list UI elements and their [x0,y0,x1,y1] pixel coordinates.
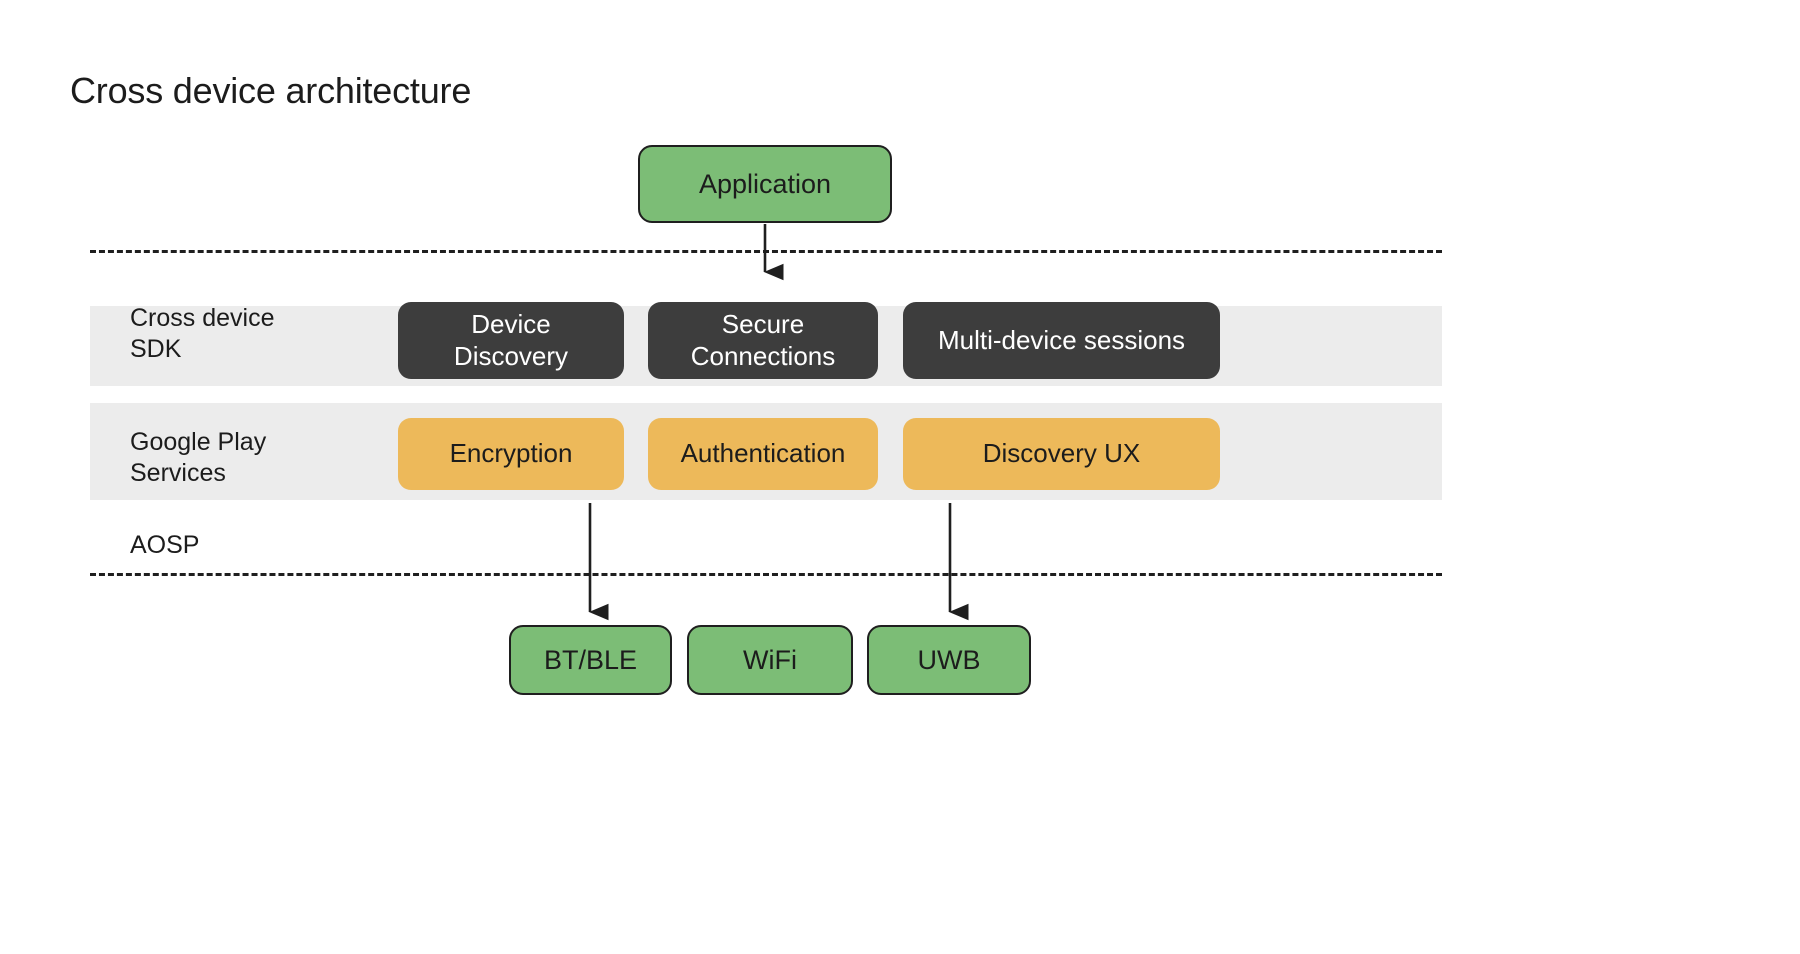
node-discovery-ux[interactable]: Discovery UX [903,418,1220,490]
separator-aosp-boundary [90,573,1442,576]
node-device-discovery-label: Device Discovery [453,309,569,371]
node-wifi-label: WiFi [743,644,797,675]
node-secure-connections-label: Secure Connections [690,309,836,371]
node-device-discovery[interactable]: Device Discovery [398,302,624,379]
node-encryption-label: Encryption [449,438,573,469]
node-uwb-label: UWB [917,644,981,675]
node-bt-ble-label: BT/BLE [543,644,638,675]
node-wifi[interactable]: WiFi [687,625,853,695]
node-secure-connections[interactable]: Secure Connections [648,302,878,379]
node-authentication[interactable]: Authentication [648,418,878,490]
layer-label-aosp: AOSP [130,531,200,559]
node-bt-ble[interactable]: BT/BLE [509,625,672,695]
separator-app-boundary [90,250,1442,253]
page-title: Cross device architecture [70,70,472,111]
node-multi-device-sessions-label: Multi-device sessions [937,324,1186,355]
layer-label-google-play-services: Google Play Services [130,428,267,488]
node-application[interactable]: Application [638,145,892,223]
node-authentication-label: Authentication [680,438,846,469]
node-discovery-ux-label: Discovery UX [982,438,1141,469]
layer-label-cross-device-sdk: Cross device SDK [130,304,275,364]
node-uwb[interactable]: UWB [867,625,1031,695]
node-multi-device-sessions[interactable]: Multi-device sessions [903,302,1220,379]
node-application-label: Application [698,168,832,199]
node-encryption[interactable]: Encryption [398,418,624,490]
